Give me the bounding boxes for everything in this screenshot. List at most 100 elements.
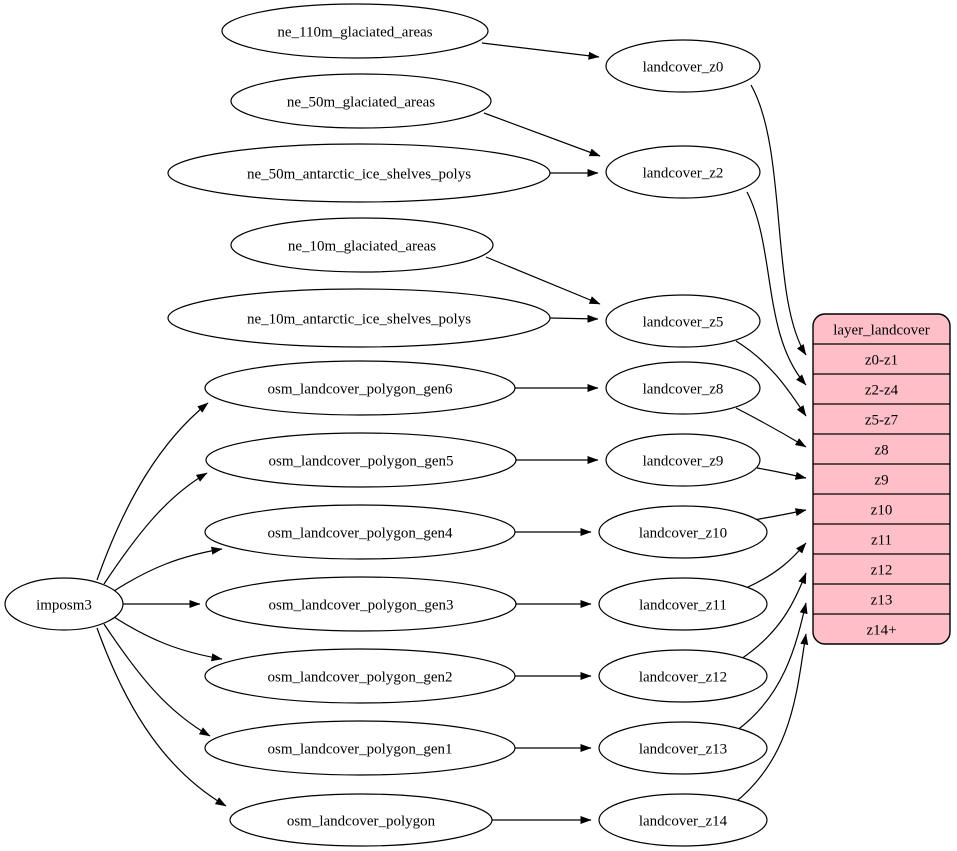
node-label: landcover_z2 [643,166,724,182]
node-label: landcover_z10 [639,526,727,542]
node-osm_landcover_polygon_gen5: osm_landcover_polygon_gen5 [205,432,517,488]
edge-landcover_z0--layer_landcover-z0-z1 [750,84,807,356]
node-landcover_z2: landcover_z2 [605,145,761,199]
edge-landcover_z2--layer_landcover-z2-z4 [746,191,807,386]
node-ne_10m_antarctic_ice_shelves_polys: ne_10m_antarctic_ice_shelves_polys [167,288,551,348]
record-row-label: z10 [871,503,893,519]
record-row-label: z13 [871,593,893,609]
node-ne_110m_glaciated_areas: ne_110m_glaciated_areas [221,3,489,59]
record-row-z8: z8 [874,443,888,459]
edge-ne_10m_glaciated_areas--landcover_z5 [485,256,601,305]
node-ellipse [605,361,761,415]
record-row-z12: z12 [871,563,893,579]
record-row-label: z9 [874,473,888,489]
node-ellipse [221,3,489,59]
node-ellipse [204,648,516,704]
node-landcover_z10: landcover_z10 [598,505,768,559]
node-ellipse [598,649,768,703]
node-label: landcover_z13 [639,742,727,758]
node-osm_landcover_polygon_gen2: osm_landcover_polygon_gen2 [204,648,516,704]
edge-landcover_z13--layer_landcover-z13 [735,602,808,732]
edge-imposm3--osm_landcover_polygon_gen5 [103,472,208,585]
node-ellipse [4,577,124,631]
node-label: osm_landcover_polygon_gen1 [268,742,453,758]
edge-landcover_z12--layer_landcover-z12 [740,572,807,660]
edge-landcover_z11--layer_landcover-z11 [745,542,807,589]
edge-imposm3--osm_landcover_polygon_gen6 [96,402,209,581]
node-ellipse [598,793,768,847]
node-ne_10m_glaciated_areas: ne_10m_glaciated_areas [230,217,494,273]
node-label: ne_50m_antarctic_ice_shelves_polys [247,167,471,183]
node-label: osm_landcover_polygon [287,814,436,830]
node-osm_landcover_polygon_gen6: osm_landcover_polygon_gen6 [204,360,516,416]
edges-layer [96,42,809,824]
node-ellipse [230,217,494,273]
node-osm_landcover_polygon_gen1: osm_landcover_polygon_gen1 [204,720,516,776]
record-row-label: z0-z1 [865,353,898,369]
node-label: ne_110m_glaciated_areas [277,25,432,41]
node-osm_landcover_polygon_gen3: osm_landcover_polygon_gen3 [205,576,517,632]
record-row-label: z2-z4 [865,383,899,399]
node-label: ne_10m_glaciated_areas [288,239,436,255]
node-label: osm_landcover_polygon_gen6 [268,382,453,398]
node-ellipse [167,288,551,348]
record-body [812,313,951,645]
node-ellipse [230,73,492,129]
node-ellipse [605,294,761,348]
node-landcover_z14: landcover_z14 [598,793,768,847]
record-row-label: z14+ [866,623,896,639]
node-landcover_z11: landcover_z11 [598,577,768,631]
node-label: imposm3 [36,598,92,614]
node-label: landcover_z9 [643,454,724,470]
record-row-z5-z7: z5-z7 [865,413,899,429]
node-landcover_z13: landcover_z13 [598,721,768,775]
record-row-z0-z1: z0-z1 [865,353,898,369]
record-layer_landcover: layer_landcoverz0-z1z2-z4z5-z7z8z9z10z11… [812,313,951,645]
node-ellipse [204,504,516,560]
node-label: osm_landcover_polygon_gen3 [269,598,454,614]
edge-landcover_z8--layer_landcover-z8 [735,407,807,448]
node-ellipse [229,793,493,847]
node-ellipse [204,360,516,416]
node-ne_50m_glaciated_areas: ne_50m_glaciated_areas [230,73,492,129]
node-label: osm_landcover_polygon_gen2 [268,670,453,686]
edge-imposm3--osm_landcover_polygon_gen4 [113,546,223,592]
node-ellipse [598,505,768,559]
record-row-label: z12 [871,563,893,579]
record-row-z2-z4: z2-z4 [865,383,899,399]
node-ellipse [598,721,768,775]
node-label: ne_10m_antarctic_ice_shelves_polys [247,312,471,328]
node-label: landcover_z11 [639,598,727,614]
node-label: landcover_z12 [639,670,727,686]
node-landcover_z9: landcover_z9 [605,433,761,487]
node-osm_landcover_polygon_gen4: osm_landcover_polygon_gen4 [204,504,516,560]
node-ellipse [205,576,517,632]
node-ellipse [167,143,551,203]
record-row-z11: z11 [871,533,892,549]
record-row-z14+: z14+ [866,623,896,639]
record-row-label: z11 [871,533,892,549]
node-label: osm_landcover_polygon_gen5 [269,454,454,470]
node-label: ne_50m_glaciated_areas [287,95,435,111]
edge-ne_10m_antarctic_ice_shelves_polys--landcover_z5 [549,314,599,323]
record-row-z13: z13 [871,593,893,609]
node-label: landcover_z14 [639,814,728,830]
edge-imposm3--osm_landcover_polygon [96,627,227,807]
node-label: osm_landcover_polygon_gen4 [268,526,453,542]
node-label: landcover_z5 [643,315,724,331]
edge-ne_50m_glaciated_areas--landcover_z2 [483,112,601,157]
node-landcover_z0: landcover_z0 [605,39,761,93]
record-row-z10: z10 [871,503,893,519]
node-ne_50m_antarctic_ice_shelves_polys: ne_50m_antarctic_ice_shelves_polys [167,143,551,203]
edge-ne_110m_glaciated_areas--landcover_z0 [481,42,600,60]
node-label: landcover_z0 [643,60,724,76]
edge-imposm3--osm_landcover_polygon_gen1 [103,623,211,737]
edge-landcover_z14--layer_landcover-z14+ [732,633,809,805]
record-row-label: z8 [874,443,888,459]
node-imposm3: imposm3 [4,577,124,631]
node-landcover_z8: landcover_z8 [605,361,761,415]
